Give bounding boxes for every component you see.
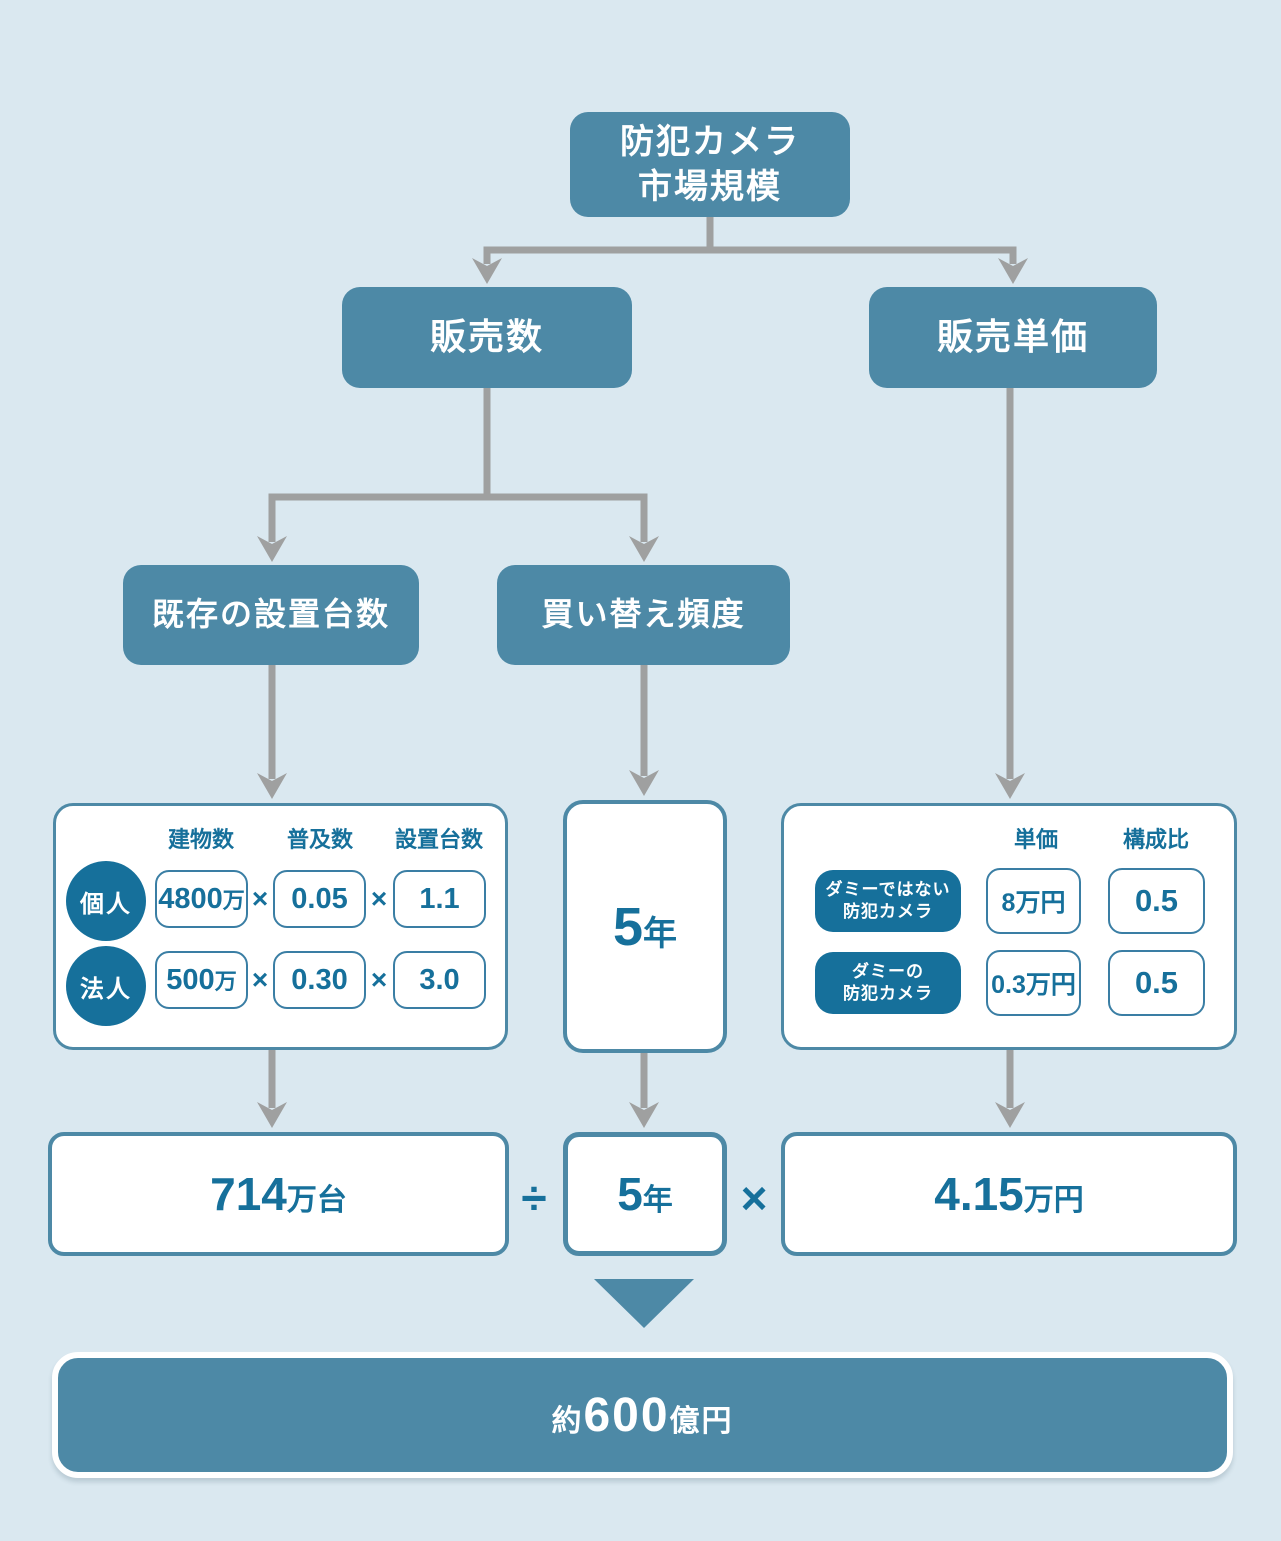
years-result-box: 5 年	[563, 1132, 727, 1256]
dummy-camera-label-line2: 防犯カメラ	[843, 984, 933, 1003]
root-node-label-line2: 市場規模	[638, 167, 782, 206]
value-main: 0.5	[1134, 883, 1179, 918]
value-box-real-camera-ratio: 0.5	[1108, 868, 1205, 934]
units-result-box: 714 万台	[48, 1132, 509, 1256]
unit-price-node: 販売単価	[869, 287, 1157, 388]
root-node-label-line1: 防犯カメラ	[620, 123, 800, 162]
value-box-individual-units: 1.1	[393, 870, 486, 928]
sales-volume-node: 販売数	[342, 287, 632, 388]
individual-badge-label: 個人	[80, 890, 132, 918]
value-main: 4800	[158, 882, 223, 915]
real-camera-label-line1: ダミーではない	[825, 879, 951, 899]
price-result-value: 4.15	[934, 1168, 1024, 1220]
root-node: 防犯カメラ 市場規模	[570, 112, 850, 217]
real-camera-badge: ダミーではない 防犯カメラ	[815, 870, 961, 932]
column-header-penetration: 普及数	[286, 827, 354, 852]
dummy-camera-label-line1: ダミーの	[852, 961, 924, 981]
years-result-unit: 年	[642, 1184, 673, 1217]
individual-badge: 個人	[66, 861, 146, 941]
sales-volume-label: 販売数	[429, 316, 544, 358]
value-unit: 万	[214, 969, 237, 994]
value-main: 8万円	[1001, 889, 1066, 917]
dummy-camera-badge: ダミーの 防犯カメラ	[815, 952, 961, 1014]
replacement-frequency-node: 買い替え頻度	[497, 565, 790, 665]
column-header-ratio: 構成比	[1122, 827, 1190, 852]
arrowhead-icons	[257, 258, 1028, 1128]
multiply-sign: ×	[251, 883, 269, 914]
replacement-frequency-label: 買い替え頻度	[541, 596, 746, 633]
units-result-value: 714	[210, 1168, 287, 1220]
unit-price-label: 販売単価	[936, 316, 1089, 358]
final-result-bar: 約 600 億円	[52, 1352, 1233, 1478]
divide-sign: ÷	[521, 1172, 547, 1224]
value-main: 1.1	[419, 882, 460, 915]
replacement-years-value: 5	[612, 896, 644, 957]
value-box-individual-penetration: 0.05	[273, 870, 366, 928]
multiply-sign: ×	[370, 964, 388, 995]
years-result-value: 5	[617, 1168, 643, 1220]
multiply-sign: ×	[370, 883, 388, 914]
installed-base-label: 既存の設置台数	[151, 596, 390, 633]
corporate-badge-label: 法人	[80, 975, 132, 1003]
column-header-buildings: 建物数	[167, 827, 235, 852]
final-result-prefix: 約	[551, 1404, 584, 1438]
multiply-sign: ×	[251, 964, 269, 995]
value-unit: 万	[222, 888, 245, 913]
value-main: 500	[166, 963, 215, 996]
value-main: 3.0	[419, 963, 460, 996]
installed-base-node: 既存の設置台数	[123, 565, 419, 665]
price-calc-panel: 単価 構成比 ダミーではない 防犯カメラ 8万円 0.5 ダミーの 防犯カメラ …	[781, 803, 1237, 1050]
replacement-calc-panel: 5 年	[563, 800, 727, 1053]
value-main: 0.05	[291, 882, 348, 915]
column-header-price: 単価	[1013, 827, 1059, 852]
value-main: 0.5	[1134, 965, 1179, 1000]
replacement-years-unit: 年	[643, 914, 678, 953]
real-camera-label-line2: 防犯カメラ	[843, 902, 933, 921]
corporate-badge: 法人	[66, 946, 146, 1026]
multiply-sign: ×	[740, 1172, 768, 1224]
value-box-corporate-units: 3.0	[393, 951, 486, 1009]
value-main: 0.30	[291, 963, 348, 996]
value-box-dummy-camera-price: 0.3万円	[986, 950, 1081, 1016]
column-header-units-per-building: 設置台数	[394, 827, 484, 852]
value-main: 0.3万円	[991, 971, 1076, 999]
value-box-corporate-penetration: 0.30	[273, 951, 366, 1009]
units-result-unit: 万台	[286, 1184, 347, 1217]
value-box-real-camera-price: 8万円	[986, 868, 1081, 934]
final-result-value: 600	[583, 1388, 670, 1442]
price-result-unit: 万円	[1023, 1184, 1084, 1217]
final-result-suffix: 億円	[669, 1404, 734, 1438]
price-result-box: 4.15 万円	[781, 1132, 1237, 1256]
value-box-dummy-camera-ratio: 0.5	[1108, 950, 1205, 1016]
down-arrow-icon	[594, 1279, 694, 1328]
